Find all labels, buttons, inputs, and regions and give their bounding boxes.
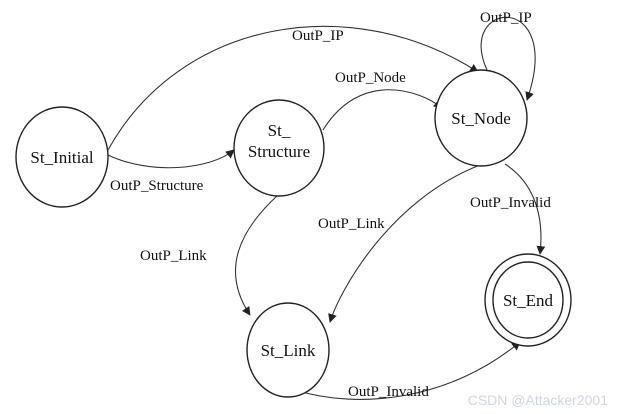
edge-label-node-self: OutP_IP bbox=[480, 10, 532, 26]
edge-label-structure-to-link: OutP_Link bbox=[140, 248, 207, 264]
edge-label-initial-to-structure: OutP_Structure bbox=[110, 178, 204, 194]
edge-label-node-to-link: OutP_Link bbox=[318, 216, 385, 232]
edge-node-to-link bbox=[328, 164, 481, 323]
state-node: St_Node bbox=[434, 69, 528, 167]
edge-node-to-end bbox=[504, 163, 546, 255]
edge-structure-to-link bbox=[235, 194, 279, 316]
state-link-label: St_Link bbox=[261, 341, 316, 360]
edge-link-to-end bbox=[294, 341, 521, 400]
state-end: St_End bbox=[484, 253, 572, 347]
edge-initial-to-structure bbox=[107, 149, 235, 169]
edge-label-initial-to-node: OutP_IP bbox=[292, 28, 344, 44]
state-initial-label: St_Initial bbox=[30, 148, 94, 167]
state-link: St_Link bbox=[246, 302, 330, 398]
edge-node-self-loop bbox=[480, 16, 536, 101]
watermark: CSDN @Attacker2001 bbox=[467, 392, 608, 408]
state-structure-label-line1: St_ bbox=[268, 121, 291, 140]
state-structure-label-line2: Structure bbox=[248, 142, 310, 161]
state-structure: St_ Structure bbox=[233, 99, 325, 197]
state-node-label: St_Node bbox=[451, 109, 511, 128]
edge-initial-to-node bbox=[107, 25, 479, 151]
state-end-label: St_End bbox=[503, 291, 554, 310]
edge-structure-to-node bbox=[322, 89, 443, 131]
edge-label-link-to-end: OutP_Invalid bbox=[348, 384, 429, 400]
edge-label-node-to-end: OutP_Invalid bbox=[470, 195, 551, 211]
state-initial: St_Initial bbox=[15, 106, 109, 208]
edge-label-structure-to-node: OutP_Node bbox=[335, 70, 406, 86]
